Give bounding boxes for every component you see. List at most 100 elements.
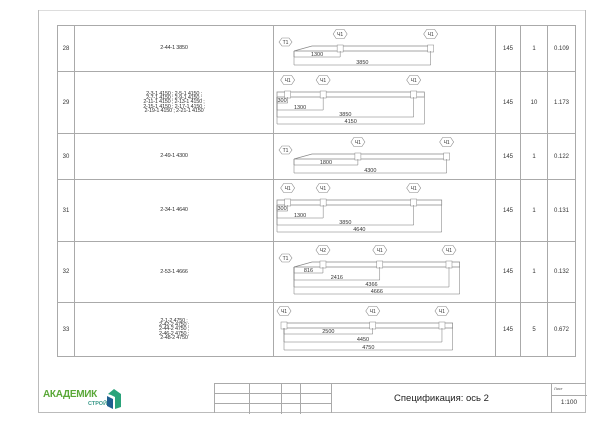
volume-value: 1.173 bbox=[547, 71, 576, 134]
row-number: 29 bbox=[57, 71, 75, 134]
marker-ch1: Ч1 bbox=[280, 75, 296, 85]
notch-mark bbox=[319, 260, 327, 269]
notch-mark bbox=[284, 198, 291, 207]
volume-value: 0.109 bbox=[547, 25, 576, 72]
table-row: 33 2-1-2 4750 ;2-42-2 4750 ;2-44-2 4750 … bbox=[57, 302, 576, 357]
svg-text:Ч1: Ч1 bbox=[285, 78, 291, 84]
dimension-value: 1300 bbox=[294, 213, 306, 219]
notch-mark bbox=[280, 321, 288, 330]
svg-text:Ч1: Ч1 bbox=[446, 248, 452, 254]
svg-text:Ч1: Ч1 bbox=[411, 78, 417, 84]
marker-ch2: Ч2 bbox=[315, 245, 331, 255]
svg-text:Ч1: Ч1 bbox=[428, 32, 434, 38]
beam-outline bbox=[283, 322, 453, 329]
marker-ch1: Ч1 bbox=[439, 137, 455, 147]
frame-top-line bbox=[38, 10, 586, 11]
dimension-value: 4666 bbox=[371, 289, 383, 295]
marker-ch1: Ч1 bbox=[280, 183, 296, 193]
beam-outline bbox=[276, 199, 443, 206]
sheet-title: Спецификация: ось 2 bbox=[331, 384, 552, 413]
dimension-value: 1300 bbox=[311, 52, 323, 58]
dimension-line: 4666 bbox=[293, 267, 460, 295]
quantity-value: 1 bbox=[520, 25, 548, 72]
dimension-line: 4450 bbox=[283, 328, 443, 343]
notch-mark bbox=[369, 321, 376, 330]
title-block-grid bbox=[215, 384, 331, 414]
element-mark: 2-49-1 4300 bbox=[160, 153, 188, 160]
element-mark: 2-15-1 4150 ; 2-17-1 4150 ; bbox=[143, 103, 205, 110]
notch-mark bbox=[376, 260, 384, 269]
dimension-line: 300 bbox=[276, 97, 288, 104]
svg-text:Ч1: Ч1 bbox=[411, 186, 417, 192]
notch-mark bbox=[354, 152, 362, 161]
element-marks: 2-1-2 4750 ;2-42-2 4750 ;2-44-2 4750 ;2-… bbox=[74, 302, 274, 357]
svg-text:Ч1: Ч1 bbox=[320, 78, 326, 84]
row-number: 31 bbox=[57, 179, 75, 242]
beam-outline bbox=[293, 153, 447, 160]
dimension-value: 3850 bbox=[339, 112, 351, 118]
dimension-value: 3850 bbox=[356, 60, 368, 66]
section-value: 145 bbox=[495, 25, 521, 72]
dimension-value: 4640 bbox=[353, 227, 365, 233]
notch-mark bbox=[336, 44, 344, 53]
notch-mark bbox=[319, 198, 327, 207]
dimension-value: 4450 bbox=[357, 337, 369, 343]
marker-ch1: Ч1 bbox=[315, 75, 331, 85]
dimension-value: 4150 bbox=[345, 119, 357, 125]
svg-text:Ч1: Ч1 bbox=[337, 32, 343, 38]
svg-text:T1: T1 bbox=[283, 148, 289, 154]
dimension-value: 4750 bbox=[362, 345, 374, 351]
section-value: 145 bbox=[495, 241, 521, 303]
marker-ch1: Ч1 bbox=[372, 245, 388, 255]
notch-mark bbox=[445, 260, 453, 269]
element-marks: 2-49-1 4300 bbox=[74, 133, 274, 180]
element-mark: 2-48-2 4750 bbox=[160, 334, 188, 341]
notch-mark bbox=[438, 321, 446, 330]
element-mark: 2-34-1 4640 bbox=[160, 207, 188, 214]
notch-mark bbox=[410, 90, 417, 99]
notch-mark bbox=[443, 152, 450, 161]
element-marks: 2-3-1 4150 ; 2-5-1 4150 ;2-7-1 4150 ; 2-… bbox=[74, 71, 274, 134]
dimension-line: 1800 bbox=[293, 159, 359, 166]
notch-mark bbox=[284, 90, 291, 99]
row-number: 32 bbox=[57, 241, 75, 303]
notch-mark bbox=[427, 44, 434, 53]
element-marks: 2-44-1 3850 bbox=[74, 25, 274, 72]
element-marks: 2-53-1 4666 bbox=[74, 241, 274, 303]
svg-text:Ч1: Ч1 bbox=[439, 309, 445, 315]
element-marks: 2-34-1 4640 bbox=[74, 179, 274, 242]
marker-ch1: Ч1 bbox=[332, 29, 348, 39]
dimension-value: 2416 bbox=[331, 275, 343, 281]
svg-text:Ч1: Ч1 bbox=[444, 140, 450, 146]
element-mark: 2-19-1 4150 ; 2-21-1 4150 bbox=[144, 107, 204, 114]
drawing-frame bbox=[38, 10, 586, 413]
dimension-value: 2500 bbox=[322, 329, 334, 335]
notch-mark bbox=[319, 90, 327, 99]
element-mark: 2-3-1 4150 ; 2-5-1 4150 ; bbox=[146, 90, 202, 97]
svg-text:Ч1: Ч1 bbox=[370, 309, 376, 315]
svg-text:Ч1: Ч1 bbox=[285, 186, 291, 192]
section-value: 145 bbox=[495, 302, 521, 357]
element-mark: 2-1-2 4750 ; bbox=[160, 317, 188, 324]
element-mark: 2-42-2 4750 ; bbox=[158, 322, 190, 329]
svg-text:Ч1: Ч1 bbox=[377, 248, 383, 254]
section-value: 145 bbox=[495, 133, 521, 180]
dimension-line: 816 bbox=[293, 267, 324, 274]
svg-text:Ч2: Ч2 bbox=[320, 248, 326, 254]
quantity-value: 1 bbox=[520, 179, 548, 242]
dimension-line: 4300 bbox=[293, 159, 447, 174]
quantity-value: 1 bbox=[520, 133, 548, 180]
logo-mark-icon bbox=[107, 389, 121, 409]
element-mark: 2-44-1 3850 bbox=[160, 45, 188, 52]
